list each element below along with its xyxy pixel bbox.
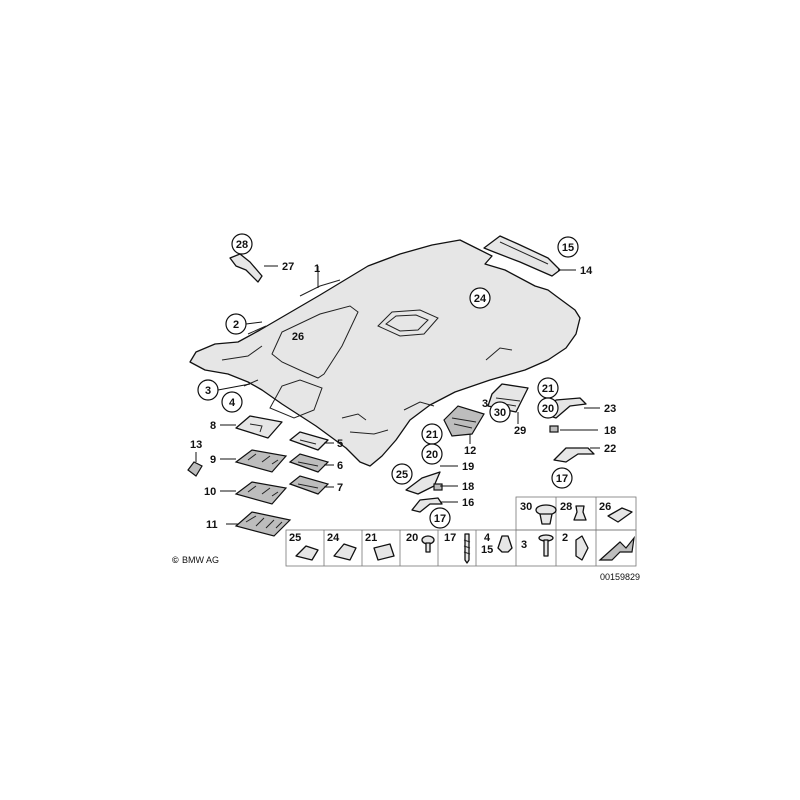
lamp-5 [289, 431, 329, 451]
callout-27: 27 [282, 261, 294, 273]
fastener-25-icon [295, 545, 319, 561]
callout-20: 20 [426, 449, 438, 461]
callout-5: 5 [337, 438, 343, 450]
callout-3-plain: 3 [482, 398, 488, 410]
legend-label-17: 17 [444, 532, 456, 544]
callout-21: 21 [426, 429, 438, 441]
callout-13: 13 [190, 439, 202, 451]
callout-1: 1 [314, 263, 320, 275]
legend-label-25: 25 [289, 532, 301, 544]
callout-8: 8 [210, 420, 216, 432]
fastener-3-icon [538, 534, 554, 557]
console-8 [235, 415, 283, 439]
callout-11: 11 [206, 519, 218, 531]
callout-23: 23 [604, 403, 616, 415]
callout-30: 30 [494, 407, 506, 419]
fastener-30-icon [535, 504, 557, 525]
callout-4: 4 [229, 397, 236, 409]
fastener-20-icon [421, 535, 435, 553]
callout-22: 22 [604, 443, 616, 455]
callout-16: 16 [462, 497, 474, 509]
clip-18-right [549, 425, 559, 433]
fastener-28-icon [573, 505, 587, 521]
drawing-number: 00159829 [600, 572, 640, 582]
console-11 [234, 511, 292, 537]
callout-20-right: 20 [542, 403, 554, 415]
callout-labels: 1 27 14 8 9 10 11 13 5 6 7 12 29 19 18 1… [190, 261, 616, 531]
legend-label-21: 21 [365, 532, 377, 544]
callout-14: 14 [580, 265, 593, 277]
lamp-6 [288, 453, 330, 473]
callout-18: 18 [462, 481, 474, 493]
callout-26: 26 [292, 331, 304, 343]
fastener-legend: 30 28 26 25 24 21 20 17 4 15 3 2 [285, 496, 637, 567]
fastener-4-15-icon [497, 535, 513, 553]
callout-17-right: 17 [556, 473, 568, 485]
legend-label-3: 3 [521, 539, 527, 551]
fastener-24-icon [333, 543, 357, 561]
fastener-17-icon [463, 533, 471, 564]
callout-24: 24 [474, 293, 487, 305]
callout-9: 9 [210, 454, 216, 466]
console-10 [234, 481, 288, 505]
console-9 [234, 449, 288, 473]
callout-2: 2 [233, 319, 239, 331]
callout-29: 29 [514, 425, 526, 437]
copyright-symbol: © [172, 555, 179, 565]
callout-10: 10 [204, 486, 216, 498]
callout-25: 25 [396, 469, 408, 481]
legend-label-15: 15 [481, 544, 493, 556]
legend-label-20: 20 [406, 532, 418, 544]
legend-label-30: 30 [520, 501, 532, 513]
grab-handle-right [553, 447, 595, 463]
fastener-2-icon [575, 535, 589, 561]
interior-light-unit [443, 405, 485, 437]
callout-3: 3 [205, 385, 211, 397]
callout-6: 6 [337, 460, 343, 472]
leader-lines [195, 265, 600, 525]
fastener-21-icon [373, 543, 395, 561]
callout-12: 12 [464, 445, 476, 457]
direction-arrow-icon [598, 535, 635, 561]
callout-28: 28 [236, 239, 248, 251]
lamp-7 [288, 475, 330, 495]
switch-13 [187, 461, 203, 477]
copyright-mark: © BMW AG [172, 555, 219, 565]
copyright-text: BMW AG [182, 555, 219, 565]
callout-18-right: 18 [604, 425, 616, 437]
callout-17: 17 [434, 513, 446, 525]
legend-label-4: 4 [484, 532, 491, 544]
callout-21-right: 21 [542, 383, 554, 395]
grab-handle-front [229, 253, 263, 283]
bracket-19 [405, 471, 441, 495]
grab-handle-left [411, 497, 443, 513]
callout-7: 7 [337, 482, 343, 494]
legend-label-24: 24 [327, 532, 340, 544]
legend-label-2: 2 [562, 532, 568, 544]
fastener-26-icon [607, 507, 633, 523]
legend-label-28: 28 [560, 501, 572, 513]
clip-18 [433, 483, 443, 491]
legend-label-26: 26 [599, 501, 611, 513]
circled-callouts: 28 15 24 2 26 3 4 30 21 20 21 20 25 17 1… [197, 233, 579, 529]
callout-19: 19 [462, 461, 474, 473]
callout-15: 15 [562, 242, 574, 254]
